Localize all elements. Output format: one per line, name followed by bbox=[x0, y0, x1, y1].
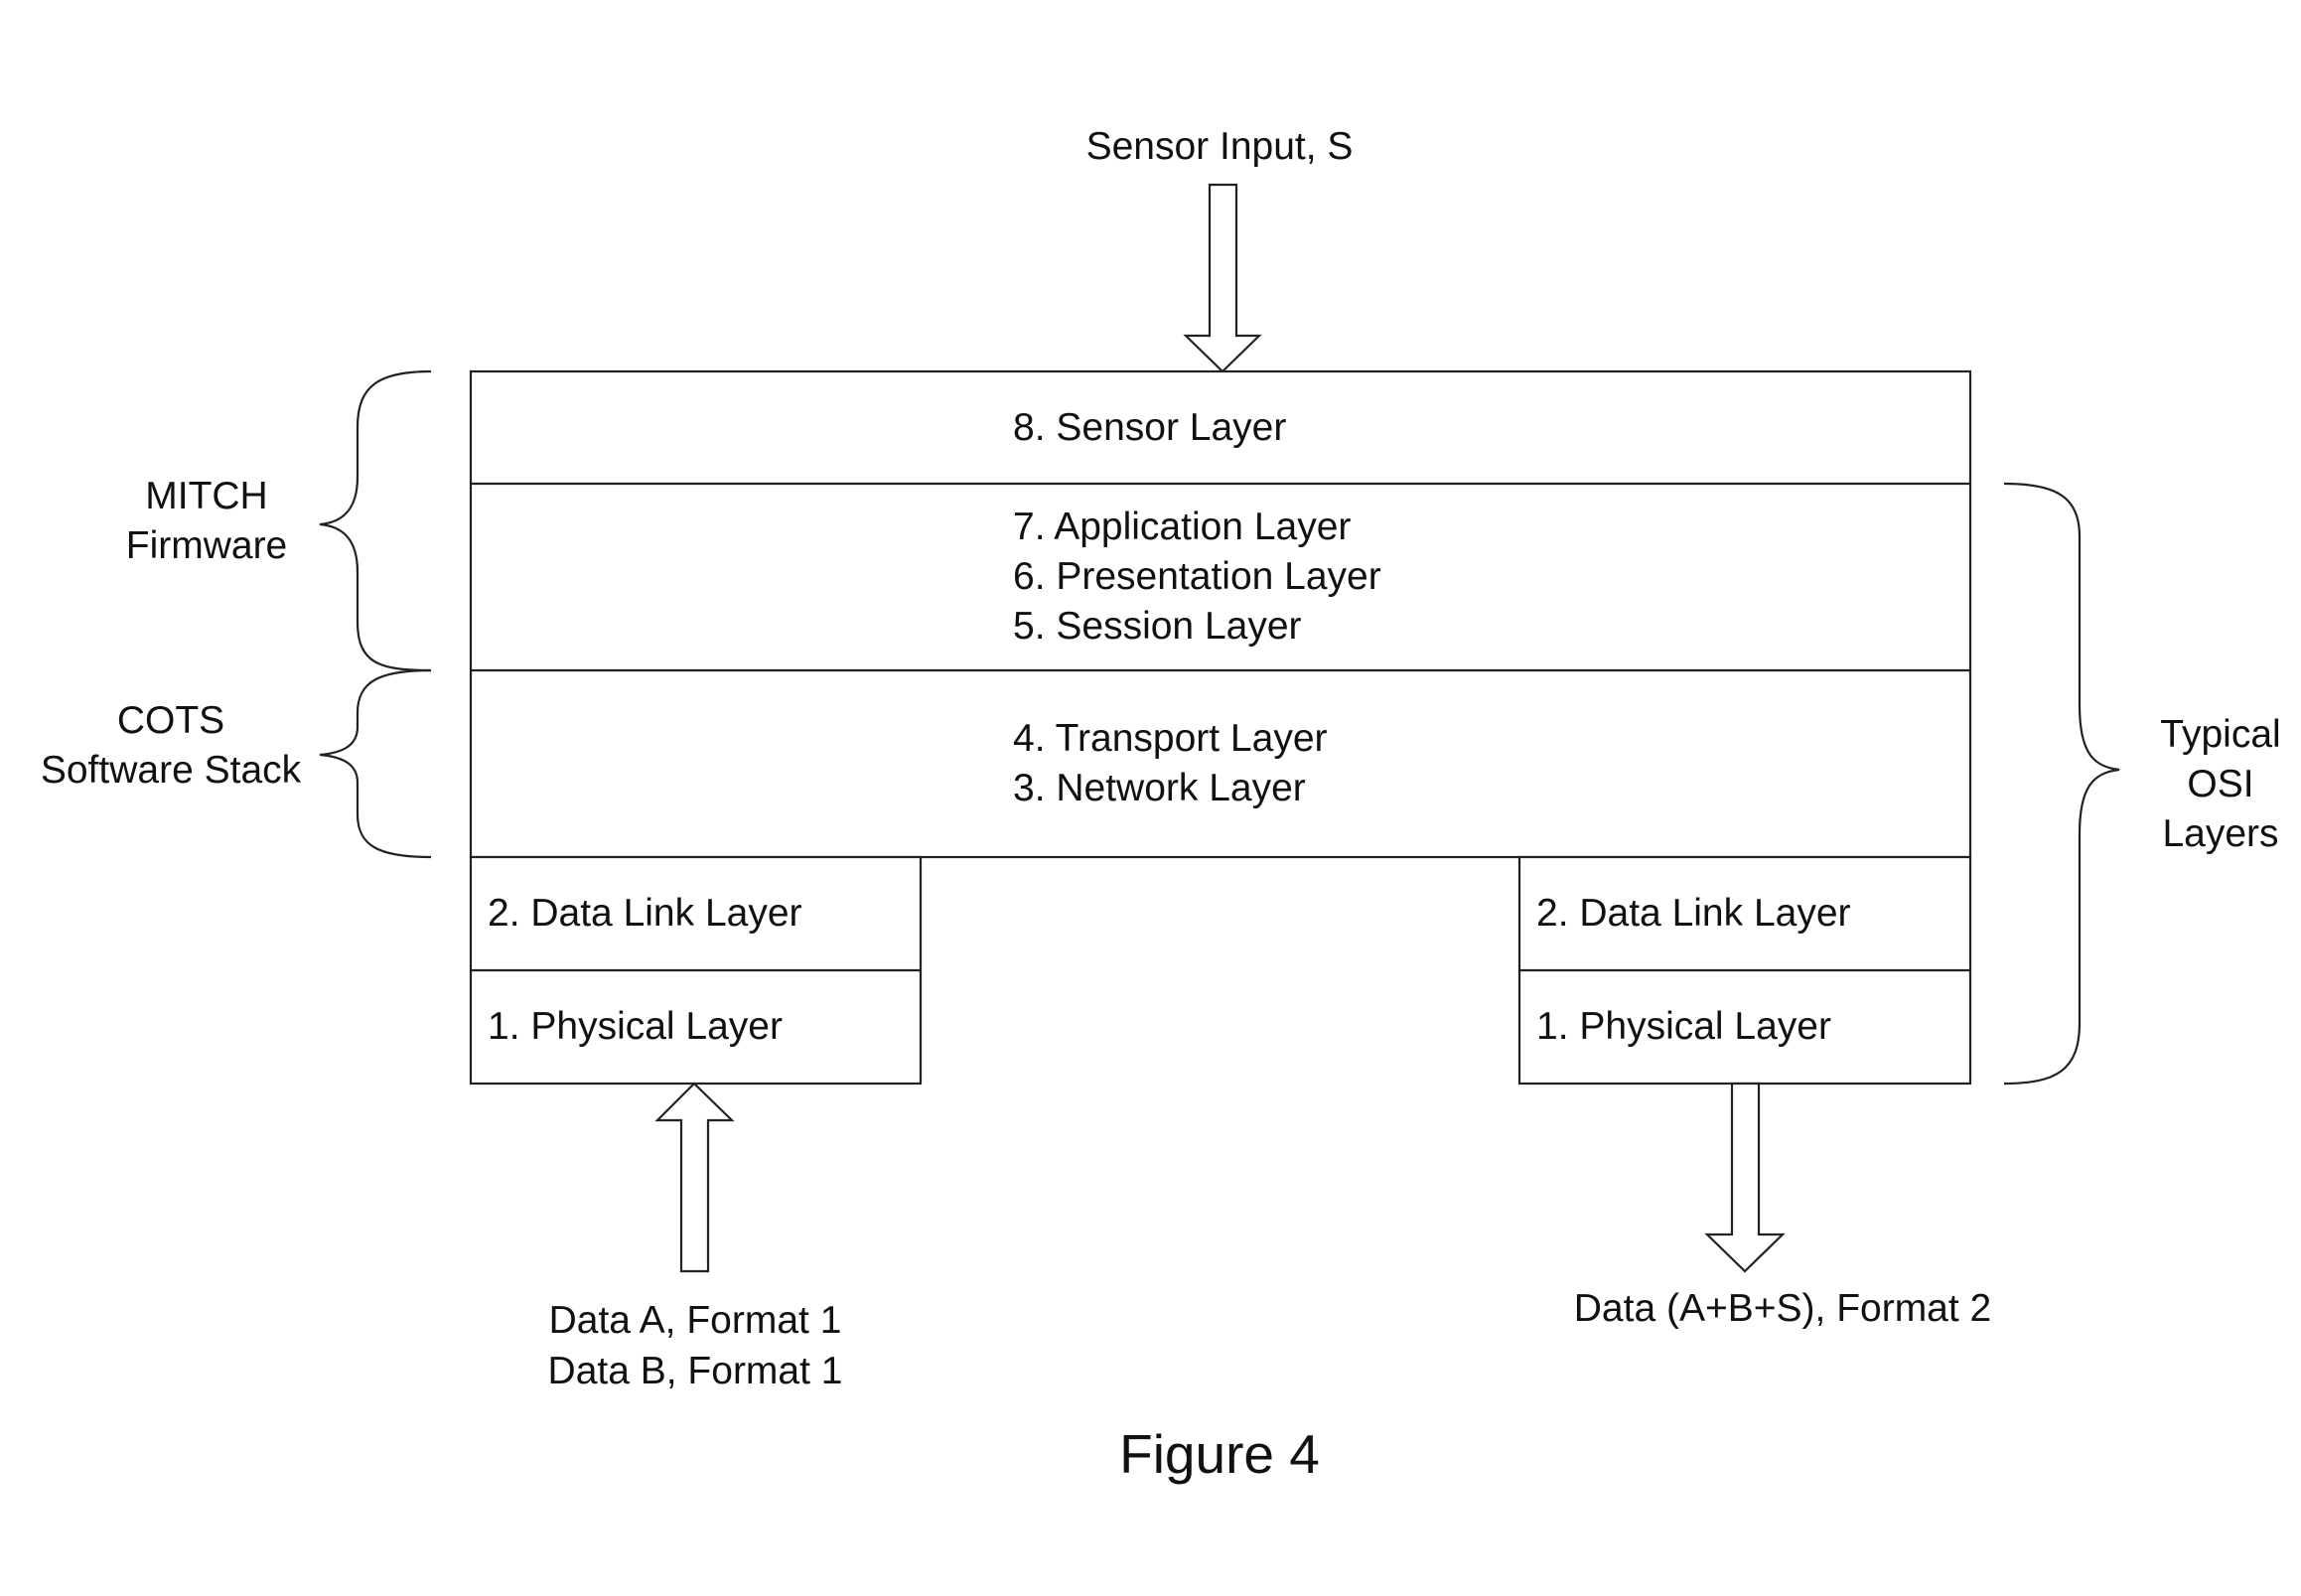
left-data-link-layer-label: 2. Data Link Layer bbox=[488, 892, 802, 935]
presentation-layer-label: 6. Presentation Layer bbox=[1013, 555, 1381, 598]
data-input-arrow bbox=[657, 1084, 732, 1271]
right-physical-layer-label: 1. Physical Layer bbox=[1536, 1005, 1831, 1048]
data-b-input-label: Data B, Format 1 bbox=[548, 1350, 843, 1392]
cots-label: COTS bbox=[117, 699, 224, 742]
software-stack-label: Software Stack bbox=[41, 749, 302, 792]
typical-label: Typical bbox=[2160, 713, 2280, 756]
layers-label: Layers bbox=[2162, 812, 2278, 855]
mitch-firmware-brace bbox=[320, 371, 431, 670]
left-physical-layer-label: 1. Physical Layer bbox=[488, 1005, 783, 1048]
right-data-link-layer-label: 2. Data Link Layer bbox=[1536, 892, 1851, 935]
sensor-input-label: Sensor Input, S bbox=[1086, 125, 1354, 168]
transport-layer-label: 4. Transport Layer bbox=[1013, 717, 1328, 760]
sensor-input-arrow bbox=[1186, 185, 1259, 371]
cots-software-stack-brace bbox=[320, 670, 431, 857]
session-layer-label: 5. Session Layer bbox=[1013, 605, 1302, 648]
sensor-layer-label: 8. Sensor Layer bbox=[1013, 406, 1286, 449]
network-layer-label: 3. Network Layer bbox=[1013, 767, 1306, 809]
typical-osi-layers-brace bbox=[2004, 484, 2119, 1084]
firmware-label: Firmware bbox=[126, 524, 288, 567]
figure-caption: Figure 4 bbox=[1119, 1423, 1320, 1485]
data-output-arrow bbox=[1707, 1084, 1783, 1271]
application-layer-label: 7. Application Layer bbox=[1013, 506, 1351, 548]
data-a-input-label: Data A, Format 1 bbox=[549, 1299, 842, 1342]
osi-label: OSI bbox=[2187, 763, 2253, 805]
data-output-label: Data (A+B+S), Format 2 bbox=[1574, 1287, 1992, 1330]
mitch-label: MITCH bbox=[145, 475, 267, 517]
